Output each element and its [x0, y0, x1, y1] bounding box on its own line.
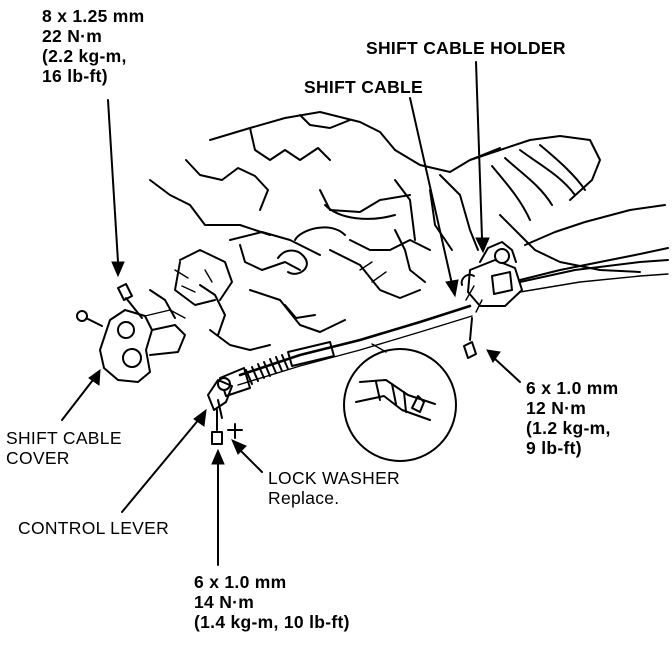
shift-cable-holder-icon — [460, 241, 523, 313]
bolt-size: 8 x 1.25 mm — [42, 6, 145, 26]
bolt-icon — [211, 409, 223, 445]
shift-cable-label: SHIFT CABLE — [304, 77, 423, 97]
torque-nm: 12 N·m — [526, 398, 587, 418]
shift-cable-cover-icon — [76, 309, 186, 383]
lock-washer-title: LOCK WASHER — [268, 468, 400, 488]
lock-washer-note: Replace. — [268, 488, 340, 508]
torque-nm: 14 N·m — [194, 592, 255, 612]
shift-cable — [217, 259, 669, 397]
bolt-size: 6 x 1.0 mm — [526, 378, 619, 398]
top-left-bolt-spec: 8 x 1.25 mm 22 N·m (2.2 kg-m, 16 lb-ft) — [42, 6, 145, 86]
control-lever-label: CONTROL LEVER — [18, 518, 170, 538]
cable-end-coils — [217, 341, 335, 397]
bottom-bolt-spec: 6 x 1.0 mm 14 N·m (1.4 kg-m, 10 lb-ft) — [194, 572, 350, 632]
lock-washer-icon — [227, 423, 243, 439]
lock-washer-label: LOCK WASHER Replace. — [268, 468, 400, 508]
bolt-icon — [117, 283, 143, 319]
detail-magnifier-icon — [343, 343, 457, 462]
bolt-size: 6 x 1.0 mm — [194, 572, 287, 592]
torque-lbft: 16 lb-ft) — [42, 66, 108, 86]
bolt-icon — [463, 317, 477, 359]
transmission-outline — [149, 111, 669, 351]
leader-lines — [61, 61, 521, 566]
torque-kgm: (1.2 kg-m, — [526, 418, 611, 438]
cover-label-line2: COVER — [6, 448, 70, 468]
torque-kgm-lbft: (1.4 kg-m, 10 lb-ft) — [194, 612, 350, 632]
control-lever — [207, 379, 233, 419]
torque-nm: 22 N·m — [42, 26, 103, 46]
torque-lbft: 9 lb-ft) — [526, 438, 582, 458]
torque-kgm: (2.2 kg-m, — [42, 46, 127, 66]
shift-cable-holder-label: SHIFT CABLE HOLDER — [366, 38, 566, 58]
cover-label-line1: SHIFT CABLE — [6, 428, 122, 448]
shift-cable-cover-label: SHIFT CABLE COVER — [6, 428, 122, 468]
right-bolt-spec: 6 x 1.0 mm 12 N·m (1.2 kg-m, 9 lb-ft) — [526, 378, 619, 458]
